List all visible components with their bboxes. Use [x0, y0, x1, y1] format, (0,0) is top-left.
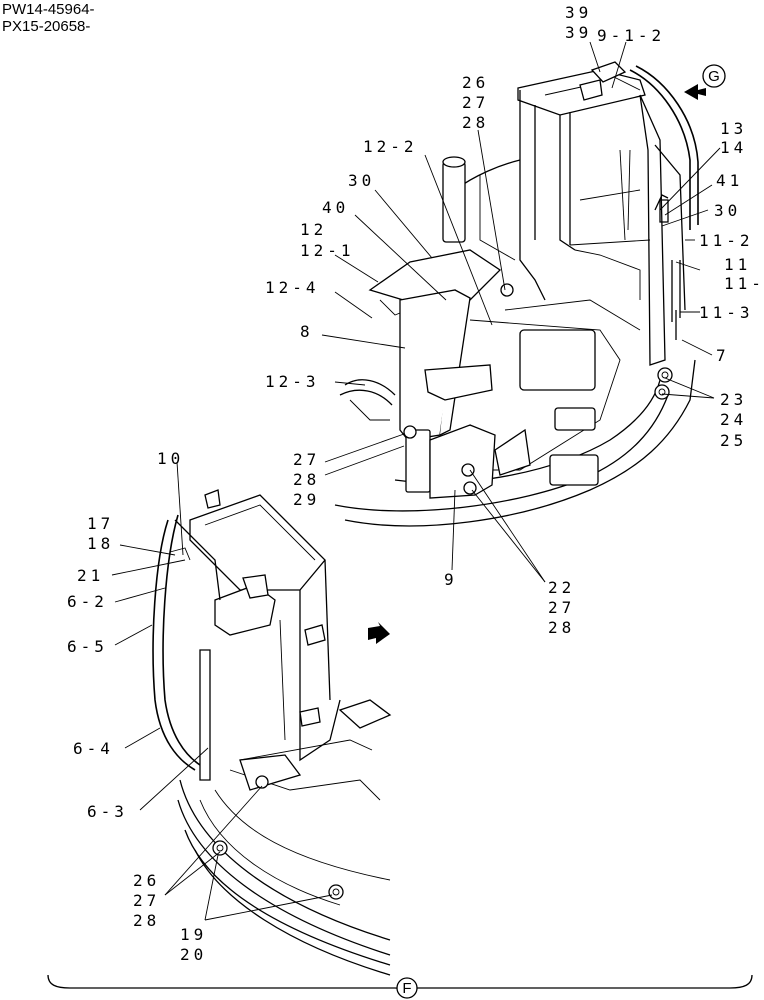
- callout-20: 20: [180, 945, 207, 964]
- callout-13: 13: [720, 119, 747, 138]
- view-g-marker: [702, 64, 726, 88]
- callout-12-3: 12-3: [265, 372, 320, 391]
- callout-8: 8: [300, 322, 314, 341]
- callout-labels: 39 39 9-1-2 26 27 28 12-2 30 40 12 12-1 …: [67, 3, 764, 964]
- callout-9: 9: [444, 570, 458, 589]
- view-g-label: G: [708, 68, 720, 85]
- callout-12-4: 12-4: [265, 278, 320, 297]
- callout-10: 10: [157, 449, 184, 468]
- callout-27-b: 27: [293, 450, 320, 469]
- view-g-arrow-icon: [684, 84, 706, 100]
- callout-39-1-2: 9-1-2: [597, 26, 665, 45]
- lower-cab-frame-assembly: [152, 489, 392, 976]
- callout-11: 11: [724, 255, 751, 274]
- callout-27-c: 27: [548, 598, 575, 617]
- callout-26: 26: [462, 73, 489, 92]
- callout-26-b: 26: [133, 871, 160, 890]
- callout-7: 7: [716, 346, 730, 365]
- bottom-brace-left: [47, 974, 403, 996]
- callout-28: 28: [462, 113, 489, 132]
- callout-23: 23: [720, 390, 747, 409]
- callout-19: 19: [180, 925, 207, 944]
- callout-14: 14: [720, 138, 747, 157]
- callout-25: 25: [720, 431, 747, 450]
- callout-6-5: 6-5: [67, 637, 108, 656]
- callout-12-2: 12-2: [363, 137, 418, 156]
- callout-22: 22: [548, 578, 575, 597]
- callout-27-d: 27: [133, 891, 160, 910]
- view-f-label: F: [402, 980, 411, 997]
- callout-17: 17: [87, 514, 114, 533]
- callout-29: 29: [293, 490, 320, 509]
- callout-30: 30: [348, 171, 375, 190]
- view-f-marker: [396, 977, 418, 999]
- serial-number-2: PX15-20658-: [2, 18, 90, 35]
- callout-6-2: 6-2: [67, 592, 108, 611]
- callout-28-c: 28: [548, 618, 575, 637]
- callout-30-b: 30: [714, 201, 741, 220]
- callout-12-1: 12-1: [300, 241, 355, 260]
- callout-11-3: 11-3: [699, 303, 754, 322]
- callout-6-3: 6-3: [87, 802, 128, 821]
- view-f-arrow-icon: [368, 622, 390, 644]
- callout-39: 39: [565, 3, 592, 22]
- callout-11-2: 11-2: [699, 231, 754, 250]
- callout-24: 24: [720, 410, 747, 429]
- callout-6-4: 6-4: [73, 739, 114, 758]
- callout-41: 41: [716, 171, 743, 190]
- callout-39-b: 39: [565, 23, 592, 42]
- bottom-brace-right: [411, 974, 753, 996]
- leader-lines: [111, 41, 721, 921]
- callout-28-d: 28: [133, 911, 160, 930]
- callout-28-b: 28: [293, 470, 320, 489]
- callout-12: 12: [300, 220, 327, 239]
- callout-11-1: 11-: [724, 274, 764, 293]
- serial-number-1: PW14-45964-: [2, 1, 95, 18]
- upper-cab-frame-assembly: [334, 61, 706, 527]
- callout-18: 18: [87, 534, 114, 553]
- callout-40: 40: [322, 198, 349, 217]
- callout-21: 21: [77, 566, 104, 585]
- callout-27: 27: [462, 93, 489, 112]
